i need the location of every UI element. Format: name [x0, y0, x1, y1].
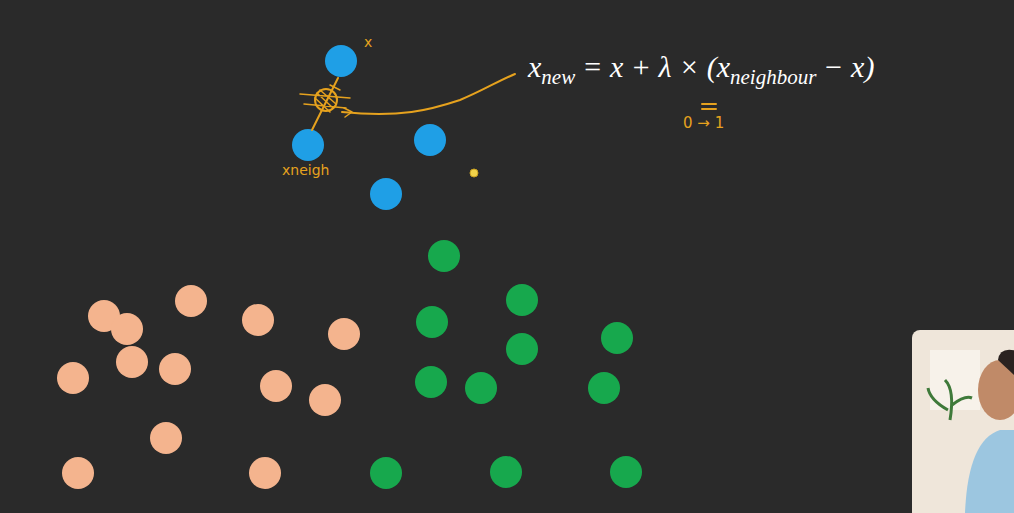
class-point — [428, 240, 460, 272]
class-point — [415, 366, 447, 398]
formula-body: − x) — [823, 50, 874, 84]
lambda-range: 0 → 1 — [683, 114, 724, 132]
majority-point — [242, 304, 274, 336]
minority-point — [292, 129, 324, 161]
majority-point — [175, 285, 207, 317]
leader-arrow — [344, 108, 352, 117]
majority-point — [116, 346, 148, 378]
person-shirt — [965, 430, 1014, 513]
blue-points — [292, 45, 446, 210]
majority-point — [150, 422, 182, 454]
minority-point — [370, 178, 402, 210]
plant — [928, 380, 972, 420]
neighbour-label: xneigh — [282, 162, 329, 178]
point-label: x — [364, 34, 372, 50]
formula-subscript: neighbour — [730, 65, 816, 90]
class-point — [610, 456, 642, 488]
leader-line — [342, 74, 515, 114]
small-dot — [470, 169, 478, 177]
interpolation-line — [312, 78, 338, 130]
class-point — [588, 372, 620, 404]
majority-point — [111, 313, 143, 345]
minority-point — [414, 124, 446, 156]
formula-variable: x — [528, 50, 541, 84]
majority-point — [328, 318, 360, 350]
green-points — [370, 240, 642, 489]
webcam-frame — [912, 330, 1014, 513]
lambda-underline — [702, 104, 716, 109]
class-point — [506, 333, 538, 365]
minority-point — [325, 45, 357, 77]
majority-point — [159, 353, 191, 385]
hatching — [300, 85, 350, 112]
formula: xnew= x + λ × (xneighbour− x) — [528, 50, 874, 84]
orange-points — [57, 285, 360, 489]
class-point — [416, 306, 448, 338]
class-point — [465, 372, 497, 404]
class-point — [506, 284, 538, 316]
webcam-inset — [912, 330, 1014, 513]
class-point — [490, 456, 522, 488]
class-point — [601, 322, 633, 354]
formula-body: = x + λ × (x — [582, 50, 730, 84]
majority-point — [249, 457, 281, 489]
person-hair — [998, 350, 1014, 375]
majority-point — [309, 384, 341, 416]
majority-point — [260, 370, 292, 402]
class-point — [370, 457, 402, 489]
majority-point — [62, 457, 94, 489]
majority-point — [57, 362, 89, 394]
formula-subscript: new — [541, 65, 575, 90]
